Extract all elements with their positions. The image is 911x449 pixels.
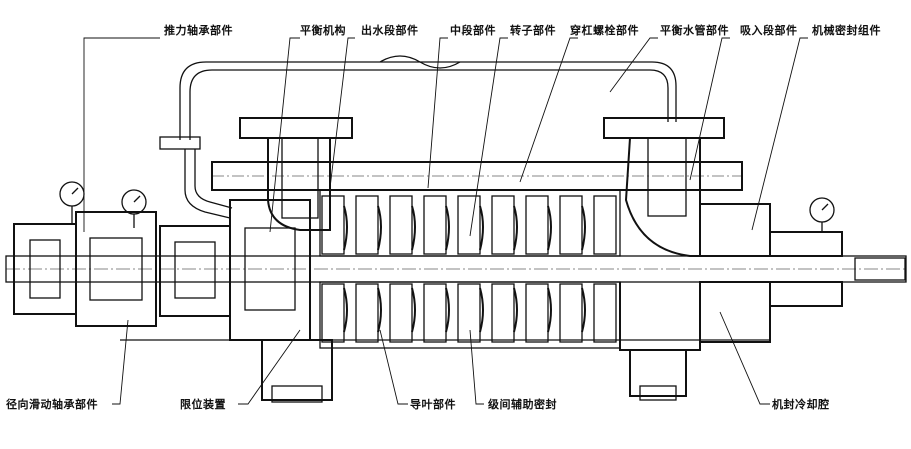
label-rotor: 转子部件 — [510, 24, 556, 37]
label-discharge-section: 出水段部件 — [361, 24, 419, 37]
label-guide-vane: 导叶部件 — [410, 398, 456, 411]
balance-water-pipe — [159, 55, 677, 219]
label-mechanical-seal: 机械密封组件 — [812, 24, 881, 37]
label-seal-cooling-chamber: 机封冷却腔 — [772, 398, 830, 411]
label-radial-bearing: 径向滑动轴承部件 — [6, 398, 98, 411]
label-interstage-seal: 级间辅助密封 — [488, 398, 557, 411]
thrust-bearing-housing — [13, 181, 157, 327]
label-tie-bolt: 穿杠螺栓部件 — [570, 24, 639, 37]
impeller-stages — [321, 195, 617, 343]
balance-mechanism — [159, 199, 311, 341]
mechanical-seal-assembly — [699, 197, 843, 343]
label-balance-mechanism: 平衡机构 — [300, 24, 346, 37]
label-thrust-bearing: 推力轴承部件 — [164, 24, 233, 37]
leader-lines — [83, 37, 808, 405]
suction-section — [603, 117, 725, 401]
label-balance-pipe: 平衡水管部件 — [660, 24, 729, 37]
label-suction-section: 吸入段部件 — [740, 24, 798, 37]
main-shaft — [5, 255, 907, 283]
discharge-section — [239, 117, 353, 403]
label-limit-device: 限位装置 — [180, 398, 226, 411]
label-middle-section: 中段部件 — [450, 24, 496, 37]
